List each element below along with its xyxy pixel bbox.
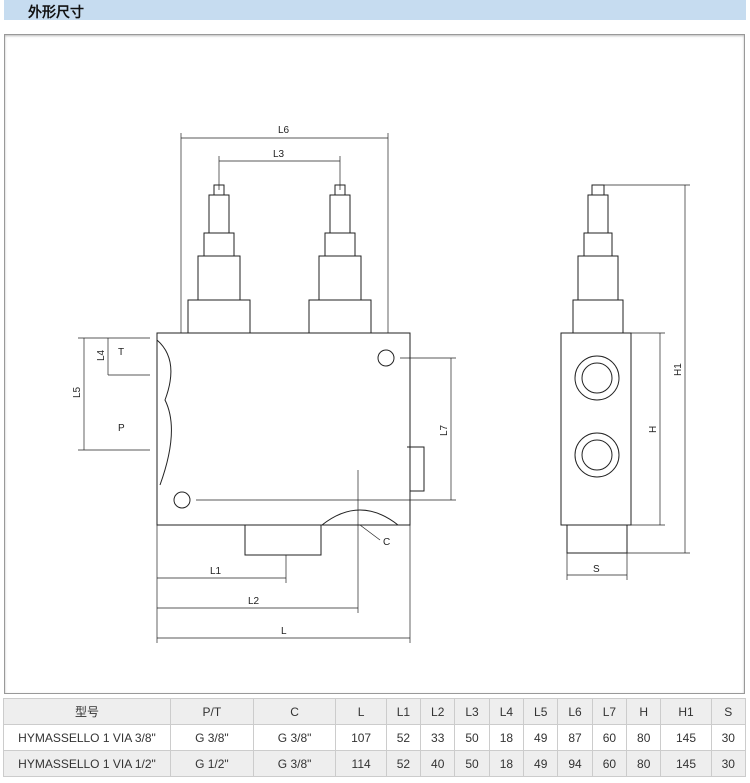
column-header: H1 xyxy=(660,698,712,725)
table-cell: 145 xyxy=(660,724,712,751)
valve-side-view xyxy=(560,184,632,554)
table-cell: G 1/2" xyxy=(170,750,254,777)
table-cell: 80 xyxy=(626,724,662,751)
table-cell: 107 xyxy=(335,724,387,751)
valve-drawing: L6 L3 L4 L5 T P L7 C L1 L2 L H1 H S xyxy=(72,125,690,643)
dim-L: L xyxy=(281,626,287,637)
cartridge-left xyxy=(187,184,251,334)
table-cell: 40 xyxy=(420,750,456,777)
dim-L7: L7 xyxy=(439,424,450,436)
column-header: C xyxy=(252,698,337,725)
table-cell: 145 xyxy=(660,750,712,777)
column-header: L4 xyxy=(488,698,525,725)
table-cell: G 3/8" xyxy=(252,724,337,751)
port-P-label: P xyxy=(118,423,125,434)
section-title: 外形尺寸 xyxy=(28,4,84,20)
dim-L6: L6 xyxy=(278,125,290,136)
column-header: H xyxy=(626,698,662,725)
table-cell: G 3/8" xyxy=(170,724,254,751)
table-cell: 49 xyxy=(523,724,559,751)
column-header: L5 xyxy=(523,698,559,725)
bottom-plug xyxy=(244,524,322,556)
dim-L3: L3 xyxy=(273,149,285,160)
table-cell: 30 xyxy=(710,724,747,751)
dim-H: H xyxy=(648,426,659,433)
table-cell: 87 xyxy=(557,724,593,751)
column-header: 型号 xyxy=(3,698,171,725)
table-cell: 114 xyxy=(335,750,387,777)
column-header: L1 xyxy=(385,698,422,725)
column-header: L2 xyxy=(420,698,456,725)
table-cell: 18 xyxy=(488,724,525,751)
port-cutaway xyxy=(156,339,172,486)
table-cell: HYMASSELLO 1 VIA 1/2" xyxy=(3,750,171,777)
valve-body-front xyxy=(156,332,411,526)
column-header: S xyxy=(710,698,747,725)
table-cell: 60 xyxy=(591,750,628,777)
table-cell: 30 xyxy=(710,750,747,777)
table-cell: HYMASSELLO 1 VIA 3/8" xyxy=(3,724,171,751)
dim-L2: L2 xyxy=(248,596,260,607)
column-header: L xyxy=(335,698,387,725)
dim-H1: H1 xyxy=(673,363,684,376)
port-C-label: C xyxy=(383,537,390,548)
table-cell: 94 xyxy=(557,750,593,777)
table-cell: 50 xyxy=(454,724,490,751)
drawing-frame xyxy=(4,34,745,694)
dim-S: S xyxy=(593,564,600,575)
cartridge-right xyxy=(308,184,372,334)
table-cell: 50 xyxy=(454,750,490,777)
table-cell: 49 xyxy=(523,750,559,777)
column-header: L7 xyxy=(591,698,628,725)
port-T-label: T xyxy=(118,347,124,358)
table-cell: 80 xyxy=(626,750,662,777)
table-cell: 60 xyxy=(591,724,628,751)
table-cell: G 3/8" xyxy=(252,750,337,777)
table-cell: 33 xyxy=(420,724,456,751)
section-header: 外形尺寸 xyxy=(4,0,746,20)
table-cell: 52 xyxy=(385,750,422,777)
dim-L1: L1 xyxy=(210,566,222,577)
column-header: L3 xyxy=(454,698,490,725)
table-cell: 18 xyxy=(488,750,525,777)
column-header: P/T xyxy=(170,698,254,725)
dim-L5: L5 xyxy=(72,386,83,398)
table-cell: 52 xyxy=(385,724,422,751)
column-header: L6 xyxy=(557,698,593,725)
dim-L4: L4 xyxy=(96,349,107,361)
